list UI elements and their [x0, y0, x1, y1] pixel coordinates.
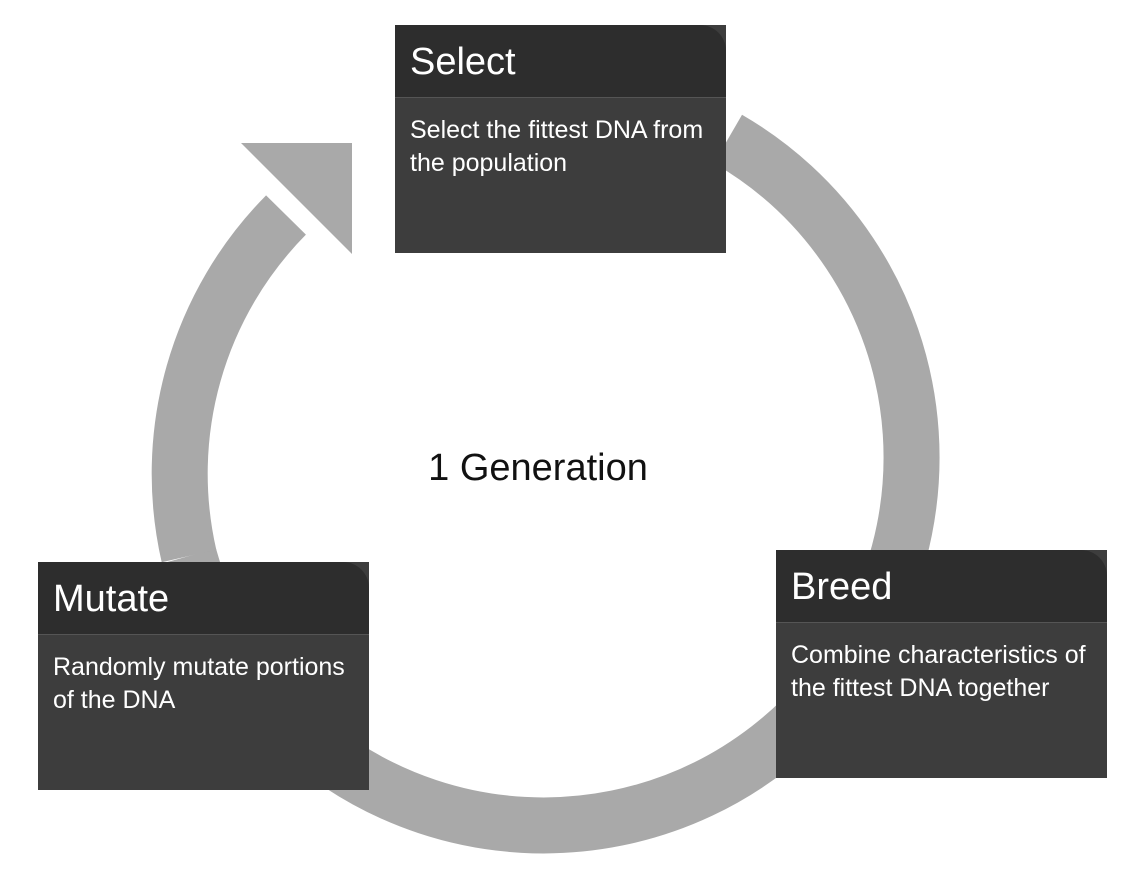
step-title-select: Select	[395, 25, 726, 98]
step-description-select: Select the fittest DNA from the populati…	[410, 116, 704, 177]
step-title-breed: Breed	[776, 550, 1107, 623]
step-card-breed: Breed Combine characteristics of the fit…	[776, 550, 1107, 778]
step-description-breed: Combine characteristics of the fittest D…	[791, 641, 1086, 702]
cycle-ring-tail	[151, 195, 307, 563]
center-label: 1 Generation	[428, 447, 648, 489]
step-card-mutate: Mutate Randomly mutate portions of the D…	[38, 562, 369, 790]
step-title-mutate: Mutate	[38, 562, 369, 635]
cycle-arrowhead-icon	[241, 143, 352, 254]
step-card-select: Select Select the fittest DNA from the p…	[395, 25, 726, 253]
step-description-mutate: Randomly mutate portions of the DNA	[53, 653, 345, 714]
